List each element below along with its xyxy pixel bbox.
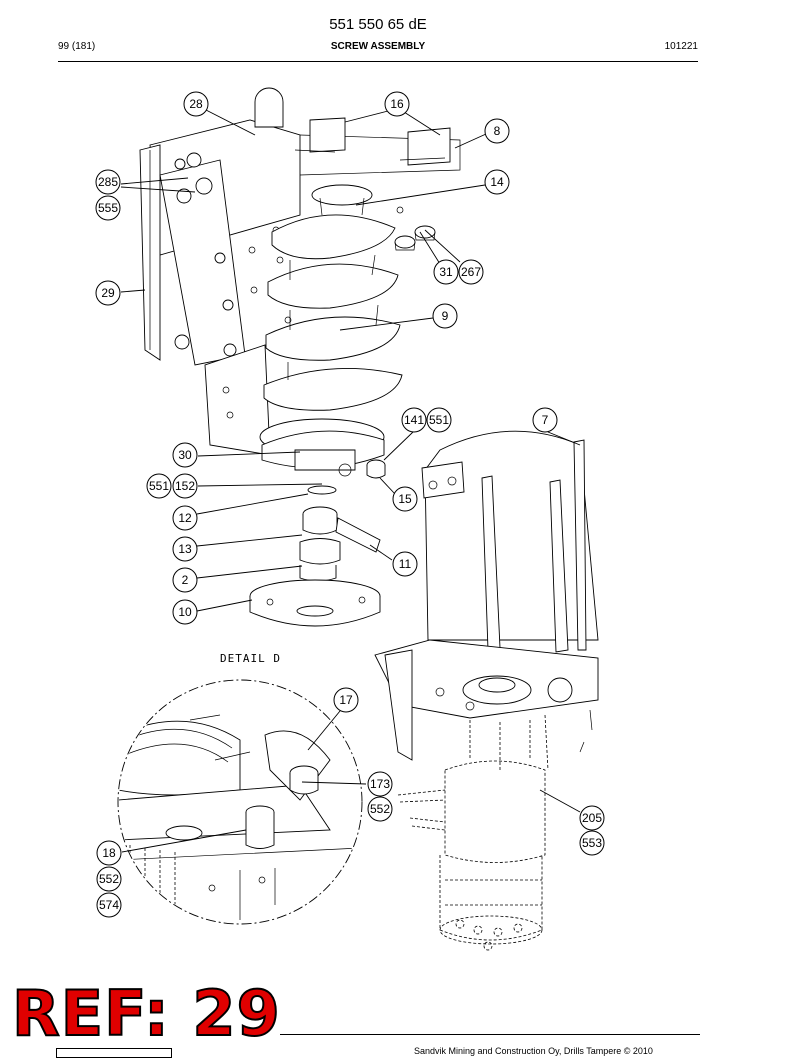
callout-balloons: 28 16 8 285 555 14 31 267 29 9 141 551 7… <box>95 91 605 918</box>
section-title: SCREW ASSEMBLY <box>330 41 426 52</box>
svg-text:552: 552 <box>370 802 390 816</box>
detail-d: DETAIL D <box>117 652 363 925</box>
callout-552-lower: 552 <box>96 866 122 892</box>
svg-text:12: 12 <box>178 511 192 525</box>
callout-552-upper: 552 <box>367 796 393 822</box>
callout-574: 574 <box>96 892 122 918</box>
callout-285: 285 <box>95 169 121 195</box>
svg-text:15: 15 <box>398 492 412 506</box>
svg-text:9: 9 <box>442 309 449 323</box>
svg-text:16: 16 <box>390 97 404 111</box>
callout-7: 7 <box>532 407 558 433</box>
svg-text:18: 18 <box>102 846 116 860</box>
svg-text:552: 552 <box>99 872 119 886</box>
callout-14: 14 <box>484 169 510 195</box>
svg-text:555: 555 <box>98 201 118 215</box>
svg-text:17: 17 <box>339 693 353 707</box>
callout-141: 141 <box>401 407 427 433</box>
svg-text:551: 551 <box>429 413 449 427</box>
svg-text:13: 13 <box>178 542 192 556</box>
document-number: 551 550 65 dE <box>329 16 427 33</box>
svg-text:30: 30 <box>178 448 192 462</box>
callout-13: 13 <box>172 536 198 562</box>
callout-555: 555 <box>95 195 121 221</box>
svg-text:28: 28 <box>189 97 203 111</box>
svg-text:173: 173 <box>370 777 390 791</box>
svg-text:8: 8 <box>494 124 501 138</box>
footer-rule <box>280 1034 700 1035</box>
callout-267: 267 <box>458 259 484 285</box>
callout-152: 152 <box>172 473 198 499</box>
svg-text:553: 553 <box>582 836 602 850</box>
callout-2: 2 <box>172 567 198 593</box>
callout-553: 553 <box>579 830 605 856</box>
footer-logo-box <box>56 1048 172 1058</box>
ref-stamp: REF: 29 <box>11 977 281 1050</box>
callout-18: 18 <box>96 840 122 866</box>
callout-28: 28 <box>183 91 209 117</box>
svg-text:551: 551 <box>149 479 169 493</box>
svg-text:14: 14 <box>490 175 504 189</box>
screw-drawing <box>259 184 403 456</box>
callout-10: 10 <box>172 599 198 625</box>
callout-15: 15 <box>392 486 418 512</box>
callout-12: 12 <box>172 505 198 531</box>
page-number: 99 (181) <box>58 41 96 52</box>
leader-lines <box>120 109 581 853</box>
svg-text:574: 574 <box>99 898 119 912</box>
callout-16: 16 <box>384 91 410 117</box>
callout-30: 30 <box>172 442 198 468</box>
exploded-parts-drawing <box>249 430 386 627</box>
svg-text:29: 29 <box>101 286 115 300</box>
svg-text:31: 31 <box>439 265 453 279</box>
callout-29: 29 <box>95 280 121 306</box>
callout-17: 17 <box>333 687 359 713</box>
callout-11: 11 <box>392 551 418 577</box>
svg-text:141: 141 <box>404 413 424 427</box>
detail-label: DETAIL D <box>220 652 281 665</box>
frame-drawing <box>139 87 461 456</box>
callout-551-upper: 551 <box>426 407 452 433</box>
svg-text:267: 267 <box>461 265 481 279</box>
callout-9: 9 <box>432 303 458 329</box>
housing-drawing <box>374 430 599 771</box>
svg-text:11: 11 <box>399 557 412 571</box>
motor-drawing <box>397 760 546 951</box>
svg-text:10: 10 <box>178 605 192 619</box>
callout-173: 173 <box>367 771 393 797</box>
callout-31: 31 <box>433 259 459 285</box>
svg-text:205: 205 <box>582 811 602 825</box>
svg-text:152: 152 <box>175 479 195 493</box>
callout-8: 8 <box>484 118 510 144</box>
svg-text:285: 285 <box>98 175 118 189</box>
svg-text:2: 2 <box>182 573 189 587</box>
date-code: 101221 <box>664 41 698 52</box>
footer-copyright: Sandvik Mining and Construction Oy, Dril… <box>414 1046 653 1056</box>
svg-text:7: 7 <box>542 413 549 427</box>
header-rule <box>58 61 698 62</box>
callout-205: 205 <box>579 805 605 831</box>
callout-551-lower: 551 <box>146 473 172 499</box>
